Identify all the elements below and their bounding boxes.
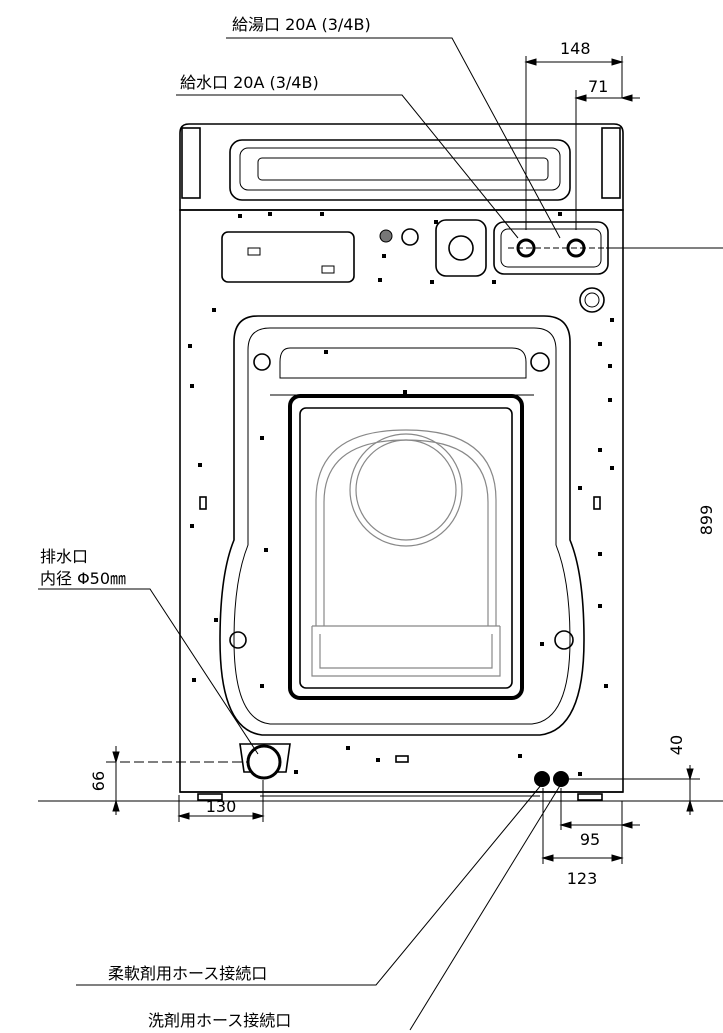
detergent-port-label: 洗剤用ホース接続口: [148, 1011, 291, 1030]
screw-dot: [260, 684, 264, 688]
screw-dots: [188, 212, 614, 776]
dim-71: 71: [588, 77, 608, 96]
screw-dot: [558, 212, 562, 216]
dim-123: 123: [567, 869, 598, 888]
screw-dot: [192, 678, 196, 682]
screw-dot: [608, 398, 612, 402]
screw-dot: [324, 350, 328, 354]
screw-dot: [260, 436, 264, 440]
screw-dot: [610, 466, 614, 470]
screw-dot: [578, 486, 582, 490]
drain-label-line2: 内径 Φ50㎜: [40, 569, 126, 588]
screw-dot: [198, 463, 202, 467]
screw-dot: [434, 220, 438, 224]
screw-dot: [604, 684, 608, 688]
dim-40: 40: [667, 735, 686, 755]
screw-dot: [264, 548, 268, 552]
screw-dot: [238, 214, 242, 218]
screw-dot: [403, 390, 407, 394]
screw-dot: [518, 754, 522, 758]
screw-dot: [382, 254, 386, 258]
dim-130: 130: [206, 797, 237, 816]
rear-panel-details: [199, 219, 609, 787]
hot-inlet-label: 給湯口 20A (3/4B): [232, 15, 371, 34]
screw-dot: [598, 342, 602, 346]
screw-dot: [320, 212, 324, 216]
dim-148: 148: [560, 39, 591, 58]
screw-dot: [294, 770, 298, 774]
dim-95: 95: [580, 830, 600, 849]
screw-dot: [378, 278, 382, 282]
screw-dot: [598, 448, 602, 452]
screw-dot: [214, 618, 218, 622]
screw-dot: [430, 280, 434, 284]
dim-66: 66: [89, 771, 108, 791]
dim-899: 899: [697, 505, 716, 536]
screw-dot: [268, 212, 272, 216]
screw-dot: [190, 524, 194, 528]
screw-dot: [346, 746, 350, 750]
screw-dot: [376, 758, 380, 762]
screw-dot: [578, 772, 582, 776]
machine-body: [179, 123, 624, 801]
drain-label-line1: 排水口: [40, 547, 88, 566]
screw-dot: [540, 642, 544, 646]
dimension-lines: [38, 37, 723, 1031]
screw-dot: [598, 552, 602, 556]
screw-dot: [608, 364, 612, 368]
screw-dot: [610, 318, 614, 322]
cold-inlet-label: 給水口 20A (3/4B): [180, 73, 319, 92]
screw-dot: [190, 384, 194, 388]
inlet-fittings: [508, 238, 616, 258]
screw-dot: [598, 604, 602, 608]
softener-port-label: 柔軟剤用ホース接続口: [108, 964, 267, 983]
screw-dot: [492, 280, 496, 284]
screw-dot: [212, 308, 216, 312]
screw-dot: [188, 344, 192, 348]
